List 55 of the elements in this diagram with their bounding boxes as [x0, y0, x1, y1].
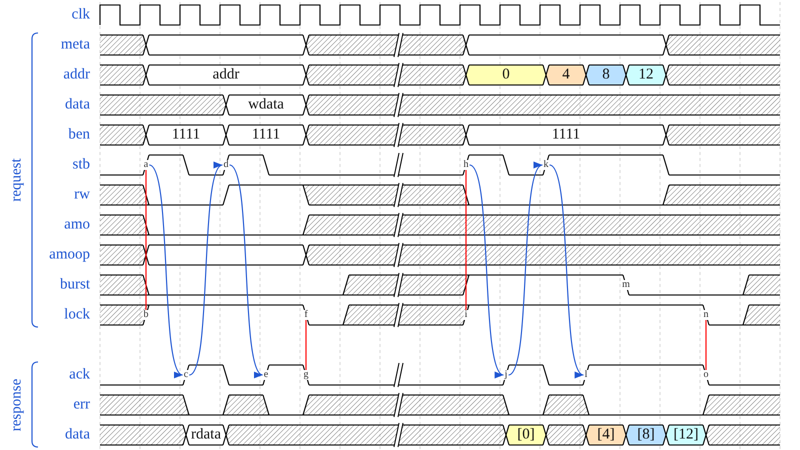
marker-label: i — [464, 310, 468, 320]
curved-arrow — [508, 164, 543, 376]
marker-label: l — [584, 370, 588, 380]
signal-name: data — [65, 98, 90, 112]
marker-label: a — [142, 160, 150, 170]
marker-label: f — [303, 310, 309, 320]
signal-name: lock — [64, 308, 90, 322]
bus-value: 0 — [502, 68, 510, 82]
curved-arrow — [148, 164, 184, 376]
signal-name: ack — [69, 368, 90, 382]
curved-arrow — [469, 164, 504, 376]
marker-label: h — [462, 160, 470, 170]
bus-value: 4 — [562, 68, 570, 82]
signal-name: burst — [60, 278, 90, 292]
bus-value: 1111 — [552, 128, 580, 142]
marker-label: g — [302, 370, 310, 380]
signal-name: data — [65, 428, 90, 442]
marker-label: c — [182, 370, 190, 380]
bus-value: 8 — [602, 68, 610, 82]
bus-value: 12 — [638, 68, 654, 82]
group-label: request — [10, 158, 24, 202]
bus-value: [8] — [637, 428, 655, 442]
marker-label: d — [222, 160, 230, 170]
signal-name: amoop — [49, 248, 90, 262]
signal-name: clk — [72, 8, 90, 22]
curved-arrow — [188, 164, 223, 376]
bus-value: 1111 — [252, 128, 280, 142]
marker-label: k — [542, 160, 550, 170]
signal-name: meta — [60, 38, 90, 52]
connector-line — [705, 320, 707, 370]
connector-line — [465, 170, 467, 310]
bus-value: wdata — [248, 98, 284, 112]
marker-label: e — [262, 370, 270, 380]
signal-name: addr — [63, 68, 90, 82]
bus-value: rdata — [191, 428, 221, 442]
bus-value: [4] — [597, 428, 615, 442]
bus-value: addr — [212, 68, 240, 82]
connector-line — [305, 320, 307, 370]
curved-arrow — [229, 164, 264, 376]
signal-name: amo — [64, 218, 90, 232]
bus-value: [0] — [517, 428, 535, 442]
bus-value: [12] — [674, 428, 698, 442]
marker-label: j — [504, 370, 508, 380]
signal-name: err — [73, 398, 90, 412]
connector-line — [145, 170, 147, 310]
bus-value: 1111 — [172, 128, 200, 142]
signal-name: ben — [68, 128, 90, 142]
marker-label: n — [702, 310, 710, 320]
signal-name: rw — [74, 188, 90, 202]
signal-name: stb — [72, 158, 90, 172]
marker-label: o — [702, 370, 710, 380]
curved-arrow — [549, 164, 584, 376]
group-label: response — [10, 378, 24, 432]
marker-label: m — [621, 280, 631, 290]
marker-label: b — [142, 310, 150, 320]
